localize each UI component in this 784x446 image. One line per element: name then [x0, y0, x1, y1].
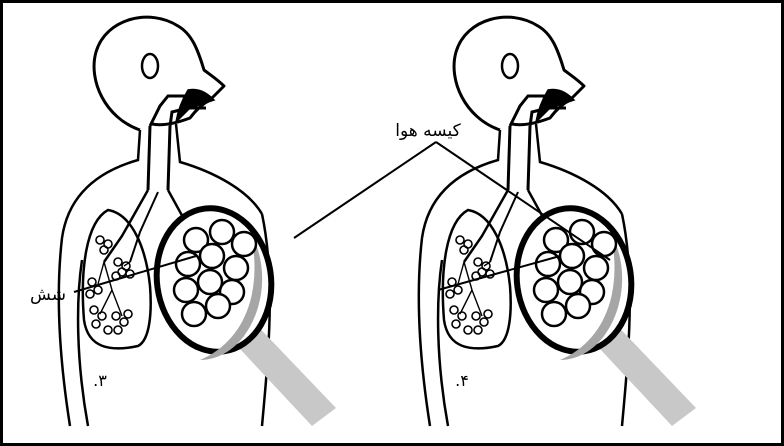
air-sac-label: کیسه هوا — [395, 121, 461, 141]
right-figure — [419, 17, 696, 426]
lung-label: شش — [30, 285, 66, 305]
left-figure — [59, 17, 336, 426]
air-sac-leader-left — [294, 142, 436, 238]
panel-number-3: .۳ — [93, 371, 107, 390]
panel-number-4: .۴ — [455, 371, 469, 390]
